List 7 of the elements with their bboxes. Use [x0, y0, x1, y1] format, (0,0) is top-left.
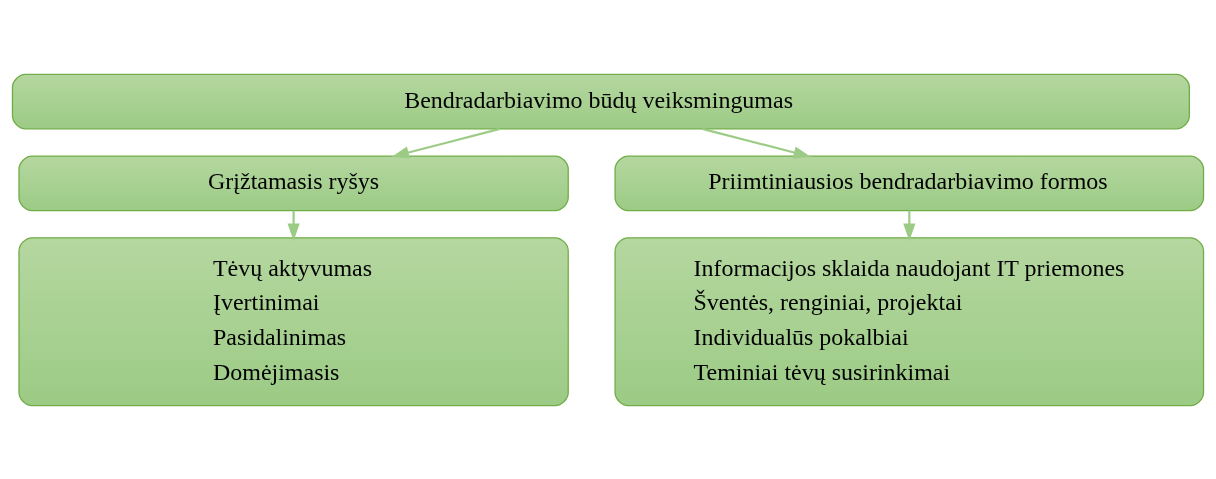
node-box: Grįžtamasis ryšys [18, 154, 569, 211]
node-box: Bendradarbiavimo būdų veiksmingumas [11, 73, 1191, 129]
node-box: Informacijos sklaida naudojant IT priemones Šventės, renginiai, projektai Individualūs pokalbiai Teminiai tėvų susirinkimai [614, 236, 1205, 406]
node-box: Tėvų aktyvumas Įvertinimai Pasidalinimas Domėjimasis [18, 236, 569, 406]
node-box: Priimtiniausios bendradarbiavimo formos [614, 154, 1205, 211]
arrow [702, 127, 812, 158]
arrow [391, 127, 501, 158]
